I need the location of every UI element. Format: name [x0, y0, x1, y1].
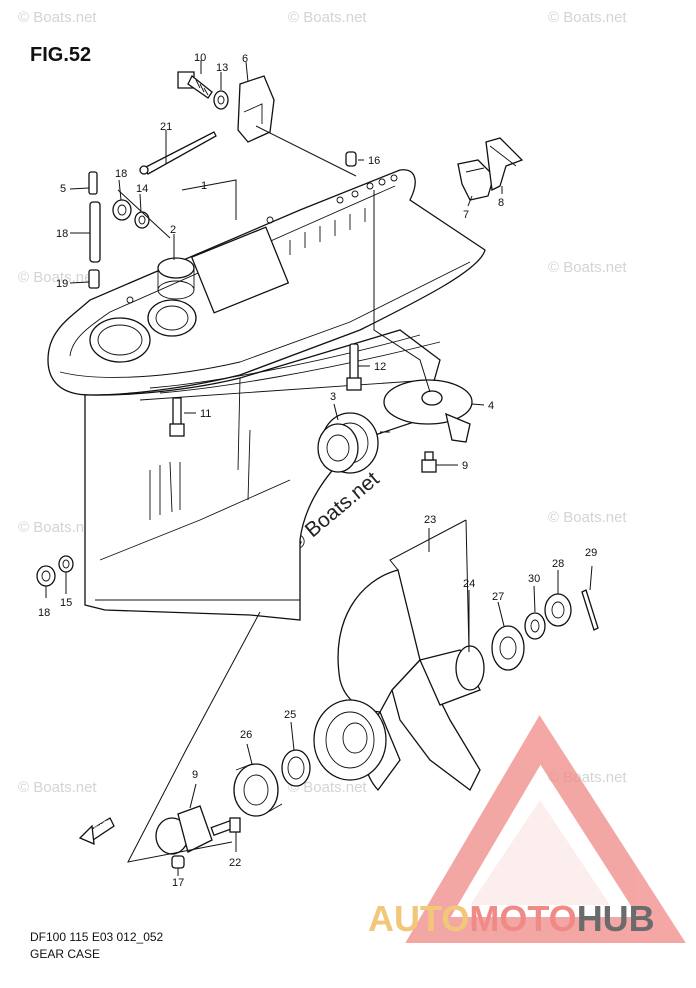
- callout-number: 4: [488, 400, 494, 412]
- part-17-plug: [171, 855, 185, 869]
- callout-labels: 10 13 6 21 16 7 8 1 18 14 5 2 18 19 12 1…: [38, 52, 597, 889]
- callout-number: 21: [160, 121, 172, 133]
- callout-number: 18: [115, 168, 127, 180]
- callout-number: 5: [60, 183, 66, 195]
- callout-number: 15: [60, 597, 72, 609]
- figure-name: GEAR CASE: [30, 947, 101, 961]
- brand-auto: AUTO: [368, 898, 470, 939]
- part-4-trim-tab: [383, 379, 473, 443]
- part-8-plate: [485, 137, 524, 191]
- part-21-rod: [139, 131, 217, 175]
- leader-lines: [45, 60, 593, 876]
- callout-number: 10: [194, 52, 206, 64]
- callout-number: 22: [229, 857, 241, 869]
- callout-number: 27: [492, 591, 504, 603]
- callout-number: 9: [462, 460, 468, 472]
- part-18-plug-upper: [112, 199, 132, 221]
- part-22-bolt: [210, 817, 241, 837]
- callout-number: 18: [38, 607, 50, 619]
- callout-number: 16: [368, 155, 380, 167]
- watermark-text: © Boats.net: [18, 779, 97, 796]
- callout-number: 30: [528, 573, 540, 585]
- watermark-text: © Boats.net: [18, 519, 97, 536]
- part-18-plug-lower: [36, 565, 56, 587]
- part-15-washer-upper: [134, 211, 150, 229]
- figure-title: FIG.52: [30, 44, 92, 66]
- callout-number: 8: [498, 197, 504, 209]
- part-26-bearing-housing: [233, 763, 283, 817]
- part-28-prop-nut: [544, 593, 572, 627]
- callout-number: 11: [200, 408, 211, 420]
- callout-number: 24: [463, 578, 475, 590]
- watermark-text: © Boats.net: [288, 779, 367, 796]
- part-12-bolt: [169, 397, 185, 437]
- part-11-nut: [421, 451, 437, 473]
- callout-number: 26: [240, 729, 252, 741]
- callout-number: 29: [585, 547, 597, 559]
- figure-code: DF100 115 E03 012_052: [30, 930, 164, 944]
- part-7-cover: [457, 159, 495, 201]
- watermark-text: © Boats.net: [18, 269, 97, 286]
- callout-number: 9: [192, 769, 198, 781]
- callout-number: 3: [330, 391, 336, 403]
- brand-hub: HUB: [576, 898, 655, 939]
- part-5-nipple: [88, 171, 98, 195]
- part-6-anode: [237, 75, 275, 143]
- part-30-washer: [524, 612, 546, 640]
- watermark-text: © Boats.net: [18, 9, 97, 26]
- watermark-text: © Boats.net: [548, 509, 627, 526]
- part-25-spacer: [281, 749, 311, 787]
- watermark-text: © Boats.net: [548, 259, 627, 276]
- part-10-bolt: [177, 71, 213, 99]
- callout-number: 25: [284, 709, 296, 721]
- part-23-propeller: [313, 569, 485, 792]
- watermark-text: © Boats.net: [548, 9, 627, 26]
- part-16-dowel-pin: [345, 151, 357, 167]
- part-19-tube: [89, 201, 101, 263]
- brand-triangle-icon: [405, 715, 686, 943]
- callout-number: 13: [216, 62, 228, 74]
- callout-number: 28: [552, 558, 564, 570]
- part-29-cotter-pin: [581, 589, 599, 631]
- part-9-anode: [155, 805, 213, 855]
- callout-number: 17: [172, 877, 184, 889]
- callout-number: 14: [136, 183, 148, 195]
- callout-number: 19: [56, 278, 68, 290]
- part-3-bearing: [317, 412, 379, 474]
- fwd-arrow-icon: FWD: [78, 817, 115, 846]
- brand-logo-text: AUTOMOTOHUB: [368, 898, 655, 940]
- callout-number: 6: [242, 53, 248, 65]
- part-27-thrust-washer: [491, 625, 525, 671]
- part-20-fitting: [88, 269, 100, 289]
- callout-number: 2: [170, 224, 176, 236]
- watermark-text: © Boats.net: [288, 9, 367, 26]
- brand-moto: MOTO: [469, 898, 577, 939]
- part-13-bolt: [346, 343, 362, 391]
- callout-number: 18: [56, 228, 68, 240]
- callout-number: 7: [463, 209, 469, 221]
- part-14-washer: [213, 90, 229, 110]
- callout-number: 1: [201, 180, 207, 192]
- callout-number: 23: [424, 514, 436, 526]
- part-15-washer-lower: [58, 555, 74, 573]
- callout-number: 12: [374, 361, 386, 373]
